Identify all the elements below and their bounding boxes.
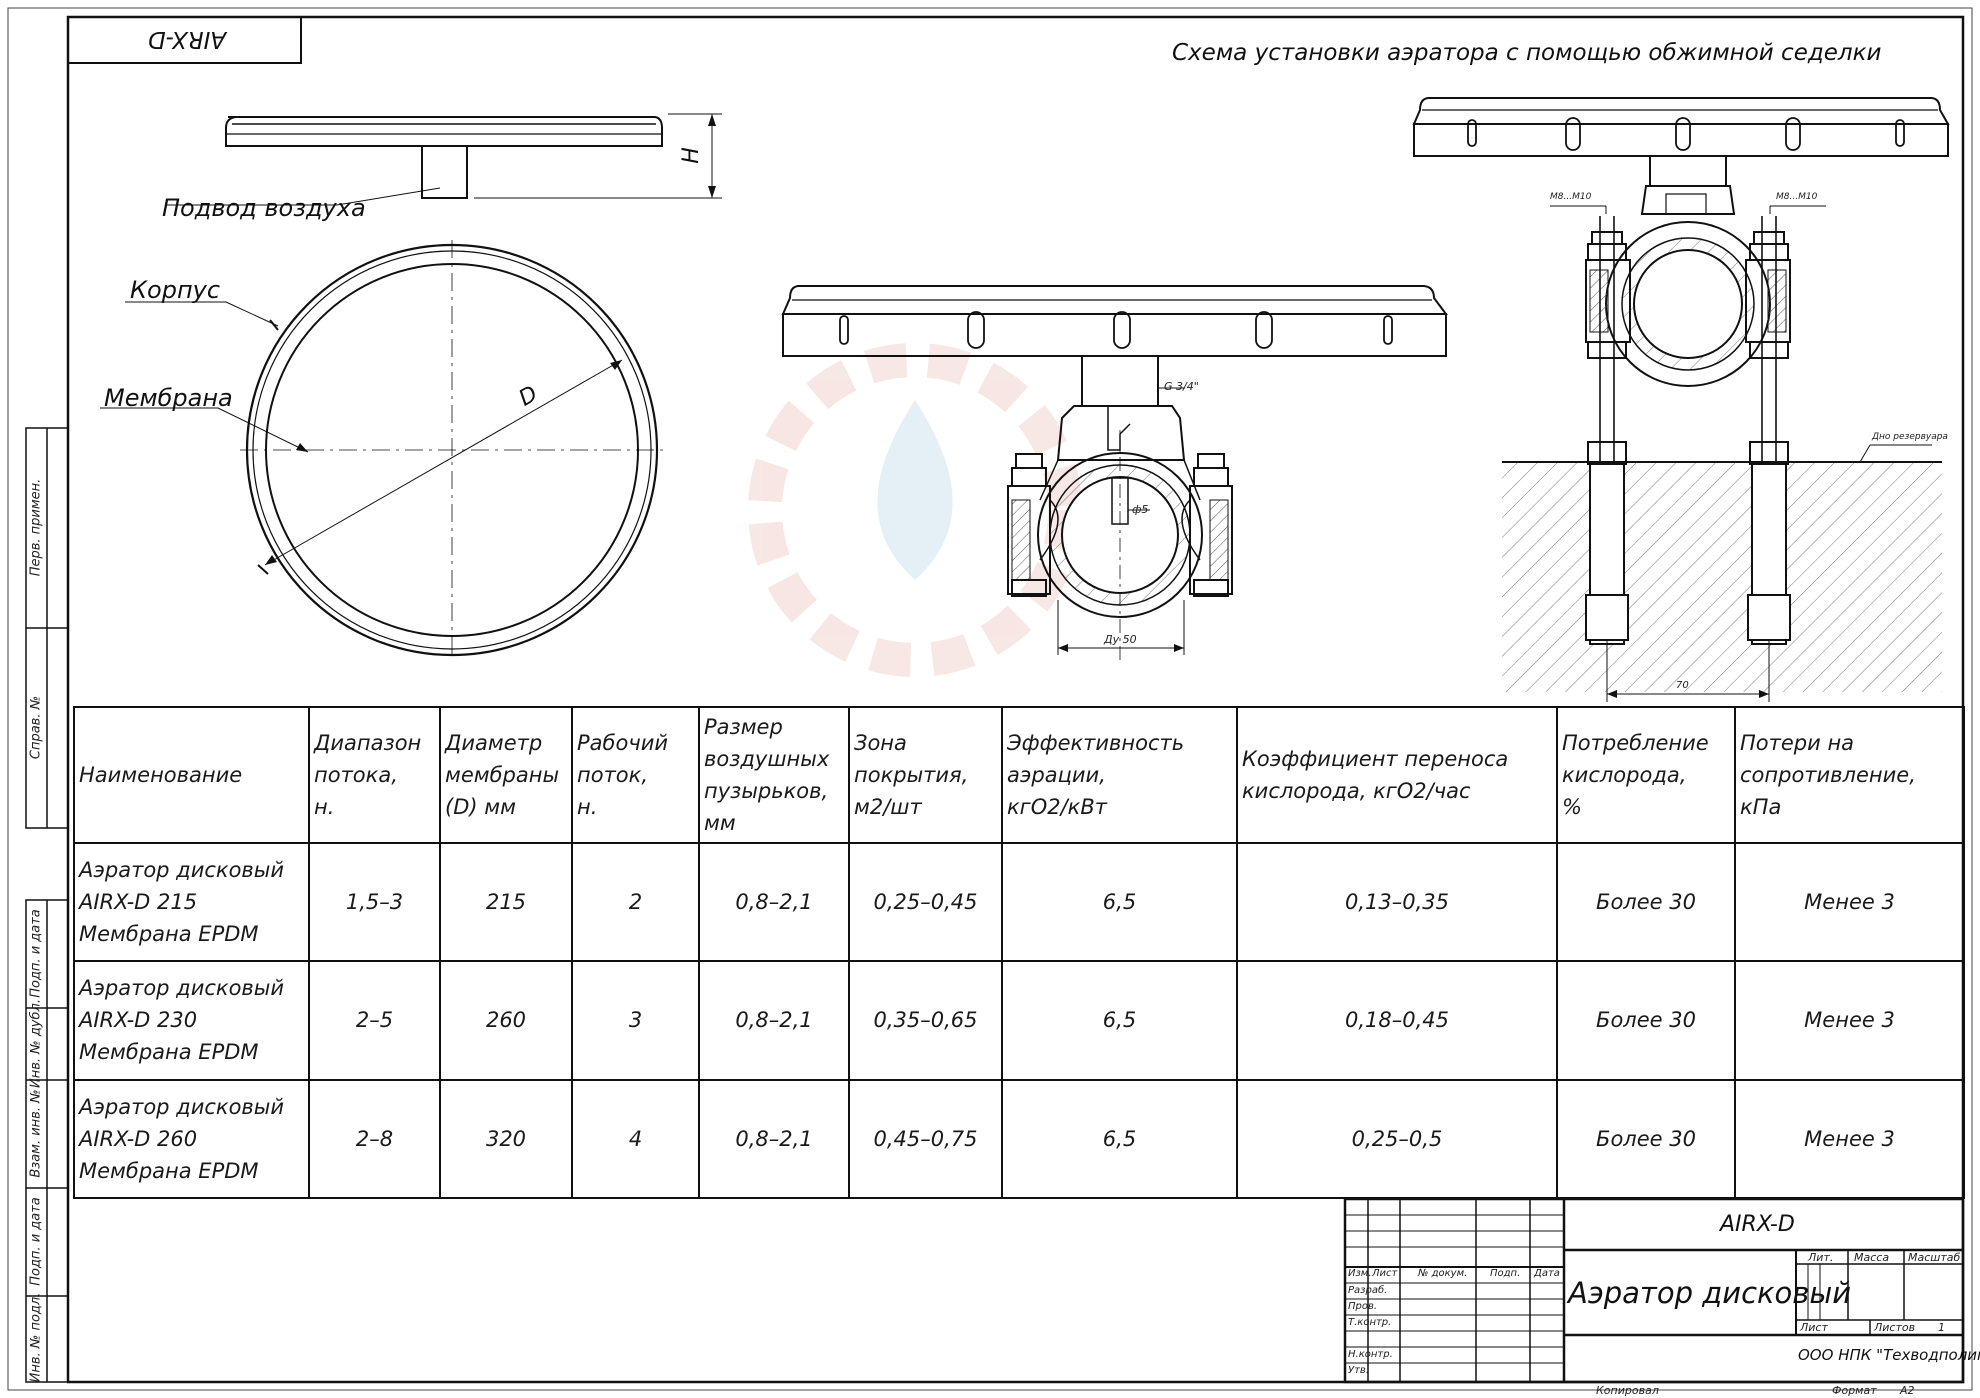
body-label: Корпус: [130, 276, 221, 304]
side-stamp-7: Инв. № подл.: [28, 1292, 44, 1383]
thread-label: G 3/4": [1164, 380, 1199, 393]
role-checker: Пров.: [1348, 1301, 1378, 1312]
mass-label: Масса: [1854, 1251, 1890, 1264]
cell-name: Аэратор дисковый AIRX-D 260 Мембрана EPD…: [79, 1094, 285, 1183]
code-box: [67, 16, 302, 64]
code-box-text: AIRX-D: [148, 26, 227, 52]
format-label: Формат: [1832, 1384, 1877, 1397]
cell: 215: [439, 841, 573, 963]
header-efficiency: Эффективность аэрации, кгО2/кВт: [1001, 706, 1238, 844]
col-izm: Изм.: [1348, 1268, 1372, 1279]
title-name: Аэратор дисковый: [1568, 1276, 1852, 1310]
cell: 0,35–0,65: [848, 960, 1003, 1081]
cell: Менее 3: [1734, 960, 1965, 1081]
cell: 0,25–0,5: [1236, 1078, 1558, 1200]
side-stamp: [25, 427, 69, 1383]
cell: Менее 3: [1734, 1078, 1965, 1200]
dim-70-label: 70: [1676, 680, 1689, 691]
cell: 320: [439, 1078, 573, 1200]
header-oxygen-consumption: Потребление кислорода, %: [1556, 706, 1736, 844]
header-bubble-size: Размер воздушных пузырьков, мм: [698, 706, 850, 844]
cell: 2–8: [308, 1078, 441, 1200]
cell: 0,8–2,1: [698, 1078, 850, 1200]
table-row: Аэратор дисковый AIRX-D 215 Мембрана EPD…: [73, 841, 1965, 963]
scale-label: Масштаб: [1908, 1251, 1961, 1264]
table-row: Аэратор дисковый AIRX-D 260 Мембрана EPD…: [73, 1078, 1965, 1200]
hole-label: ф5: [1132, 503, 1149, 516]
sheets-value: 1: [1938, 1321, 1945, 1334]
disc-top-view: [100, 240, 664, 660]
col-sign: Подп.: [1490, 1268, 1521, 1279]
header-coverage: Зона покрытия, м2/шт: [848, 706, 1003, 844]
cell: 6,5: [1001, 1078, 1238, 1200]
role-tech-control: Т.контр.: [1348, 1317, 1392, 1328]
tank-bottom-label: Дно резервуара: [1872, 432, 1948, 442]
cell: 0,8–2,1: [698, 960, 850, 1081]
cell: 0,45–0,75: [848, 1078, 1003, 1200]
cell: 0,25–0,45: [848, 841, 1003, 963]
cell: 0,18–0,45: [1236, 960, 1558, 1081]
col-list: Лист: [1372, 1268, 1398, 1279]
cell-name: Аэратор дисковый AIRX-D 230 Мембрана EPD…: [79, 976, 285, 1065]
title-designation: AIRX-D: [1720, 1212, 1795, 1237]
dim-h-label: H: [678, 147, 704, 164]
sheets-label: Листов: [1874, 1321, 1916, 1334]
header-pressure-loss: Потери на сопротивление, кПа: [1734, 706, 1965, 844]
cell: 2: [571, 841, 700, 963]
pipe-label: Ду 50: [1104, 633, 1137, 646]
table-header-row: Наименование Диапазон потока, н. Диаметр…: [73, 706, 1965, 844]
right-installation: [1412, 97, 1950, 702]
table-row: Аэратор дисковый AIRX-D 230 Мембрана EPD…: [73, 960, 1965, 1081]
cell: 0,13–0,35: [1236, 841, 1558, 963]
role-norm-control: Н.контр.: [1348, 1349, 1393, 1360]
title-block-lines: [1343, 1197, 1965, 1384]
cell: 2–5: [308, 960, 441, 1081]
cell: 1,5–3: [308, 841, 441, 963]
membrane-label: Мембрана: [104, 384, 233, 412]
title-company: ООО НПК "Техводполимер": [1798, 1346, 1980, 1364]
cell: 4: [571, 1078, 700, 1200]
bolt-left-label: M8...M10: [1550, 192, 1592, 202]
specs-table: Наименование Диапазон потока, н. Диаметр…: [73, 706, 1965, 1200]
cell: 6,5: [1001, 960, 1238, 1081]
air-supply-label: Подвод воздуха: [162, 194, 366, 222]
side-stamp-5: Взам. инв. №: [28, 1089, 44, 1178]
cell: Менее 3: [1734, 841, 1965, 963]
role-developer: Разраб.: [1348, 1285, 1388, 1296]
cell: Более 30: [1556, 960, 1736, 1081]
outer-border: [7, 7, 1973, 1391]
disc-side-view: [165, 113, 722, 206]
cell: 260: [439, 960, 573, 1081]
side-stamp-2: Справ. №: [28, 695, 44, 760]
header-working-flow: Рабочий поток, н.: [571, 706, 700, 844]
cell-name: Аэратор дисковый AIRX-D 215 Мембрана EPD…: [79, 858, 285, 947]
header-transfer-coefficient: Коэффициент переноса кислорода, кгО2/час: [1236, 706, 1558, 844]
bolt-right-label: M8...M10: [1776, 192, 1818, 202]
side-stamp-1: Перв. примен.: [28, 478, 44, 577]
format-value: А2: [1900, 1384, 1915, 1397]
copied-label: Копировал: [1596, 1384, 1659, 1397]
middle-assembly: [781, 285, 1448, 660]
header-name: Наименование: [73, 706, 310, 844]
header-membrane-diameter: Диаметр мембраны (D) мм: [439, 706, 573, 844]
col-doc: № докум.: [1418, 1268, 1468, 1279]
cell: Более 30: [1556, 841, 1736, 963]
cell: 6,5: [1001, 841, 1238, 963]
cell: 0,8–2,1: [698, 841, 850, 963]
header-flow-range: Диапазон потока, н.: [308, 706, 441, 844]
col-date: Дата: [1534, 1268, 1560, 1279]
cell: Более 30: [1556, 1078, 1736, 1200]
role-approved: Утв.: [1348, 1365, 1369, 1376]
scheme-title: Схема установки аэратора с помощью обжим…: [1172, 40, 1882, 66]
sheet-label: Лист: [1800, 1321, 1828, 1334]
lit-label: Лит.: [1808, 1251, 1834, 1264]
cell: 3: [571, 960, 700, 1081]
